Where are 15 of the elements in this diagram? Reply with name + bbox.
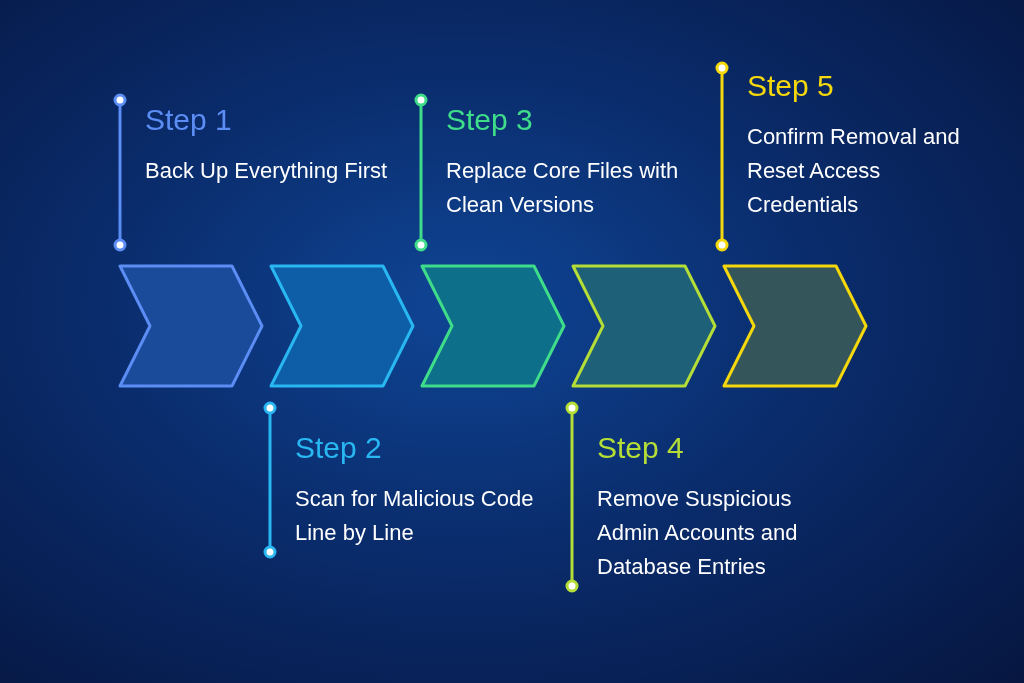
step-heading: Step 2: [295, 430, 383, 466]
step-description: Back Up Everything First: [145, 157, 389, 185]
step-heading: Step 4: [597, 430, 685, 466]
chevron-shape: [722, 264, 868, 388]
chevron-shape: [118, 264, 264, 388]
step-description: Scan for Malicious Code Line by Line: [295, 485, 535, 547]
step-description: Replace Core Files with Clean Versions: [446, 157, 680, 219]
step-description: Remove Suspicious Admin Accounts and Database Entries: [597, 485, 799, 581]
step-heading: Step 3: [446, 102, 534, 138]
chevron-shape: [420, 264, 566, 388]
step-heading: Step 1: [145, 102, 233, 138]
chevron-shape: [269, 264, 415, 388]
chevron-shape: [571, 264, 717, 388]
step-description: Confirm Removal and Reset Access Credentials: [747, 123, 961, 219]
step-heading: Step 5: [747, 68, 835, 104]
